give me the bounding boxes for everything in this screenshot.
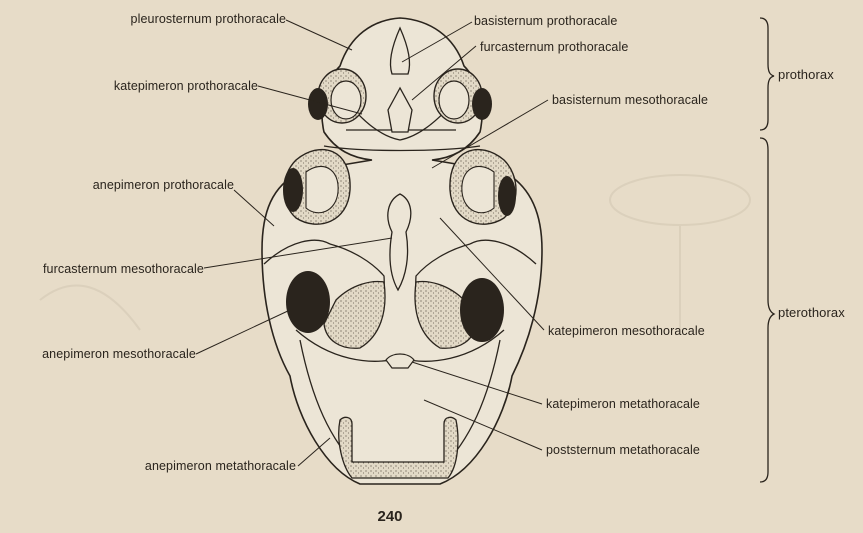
metathoracic-coxa-right xyxy=(460,278,504,342)
prothoracic-coxa-right xyxy=(434,69,492,123)
label-pleurosternum-prothoracale: pleurosternum prothoracale xyxy=(131,12,286,26)
label-basisternum-prothoracale: basisternum prothoracale xyxy=(474,14,617,28)
label-katepimeron-prothoracale: katepimeron prothoracale xyxy=(114,79,258,93)
figure-number: 240 xyxy=(360,508,420,525)
label-basisternum-mesothoracale: basisternum mesothoracale xyxy=(552,93,708,107)
pterothorax-brace xyxy=(760,138,774,482)
label-anepimeron-metathoracale: anepimeron metathoracale xyxy=(145,459,296,473)
katepimeron-metathoracale-shape xyxy=(386,354,414,368)
group-label-prothorax: prothorax xyxy=(778,68,834,82)
label-poststernum-metathoracale: poststernum metathoracale xyxy=(546,443,700,457)
label-furcasternum-mesothoracale: furcasternum mesothoracale xyxy=(43,262,204,276)
mesothoracic-coxa-left xyxy=(283,150,350,225)
label-furcasternum-prothoracale: furcasternum prothoracale xyxy=(480,40,628,54)
label-katepimeron-mesothoracale: katepimeron mesothoracale xyxy=(548,324,705,338)
prothorax-brace xyxy=(760,18,774,130)
label-anepimeron-prothoracale: anepimeron prothoracale xyxy=(93,178,234,192)
label-katepimeron-metathoracale: katepimeron metathoracale xyxy=(546,397,700,411)
metathoracic-coxa-left xyxy=(286,271,330,333)
group-label-pterothorax: pterothorax xyxy=(778,306,845,320)
label-anepimeron-mesothoracale: anepimeron mesothoracale xyxy=(42,347,196,361)
prothoracic-coxa-left xyxy=(308,69,366,123)
mesothoracic-coxa-right xyxy=(450,150,516,225)
